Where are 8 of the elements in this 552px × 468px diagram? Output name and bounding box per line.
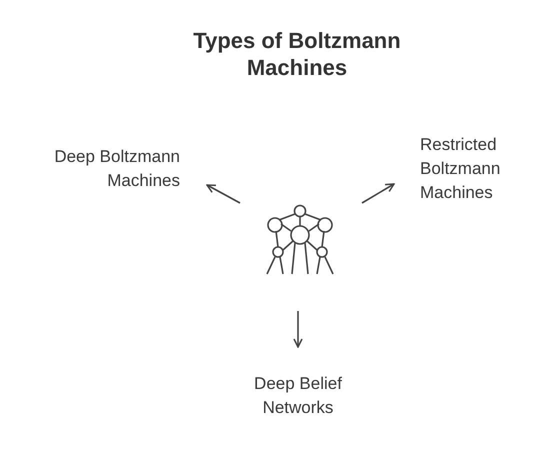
arrow (206, 184, 240, 204)
node-label: Deep Belief Networks (228, 372, 368, 420)
title: Types of Boltzmann Machines (192, 27, 402, 81)
arrow (362, 183, 395, 204)
node-label: Restricted Boltzmann Machines (420, 133, 530, 205)
atom-structure-icon (266, 204, 334, 274)
node-label: Deep Boltzmann Machines (28, 145, 180, 193)
arrow (293, 311, 303, 348)
